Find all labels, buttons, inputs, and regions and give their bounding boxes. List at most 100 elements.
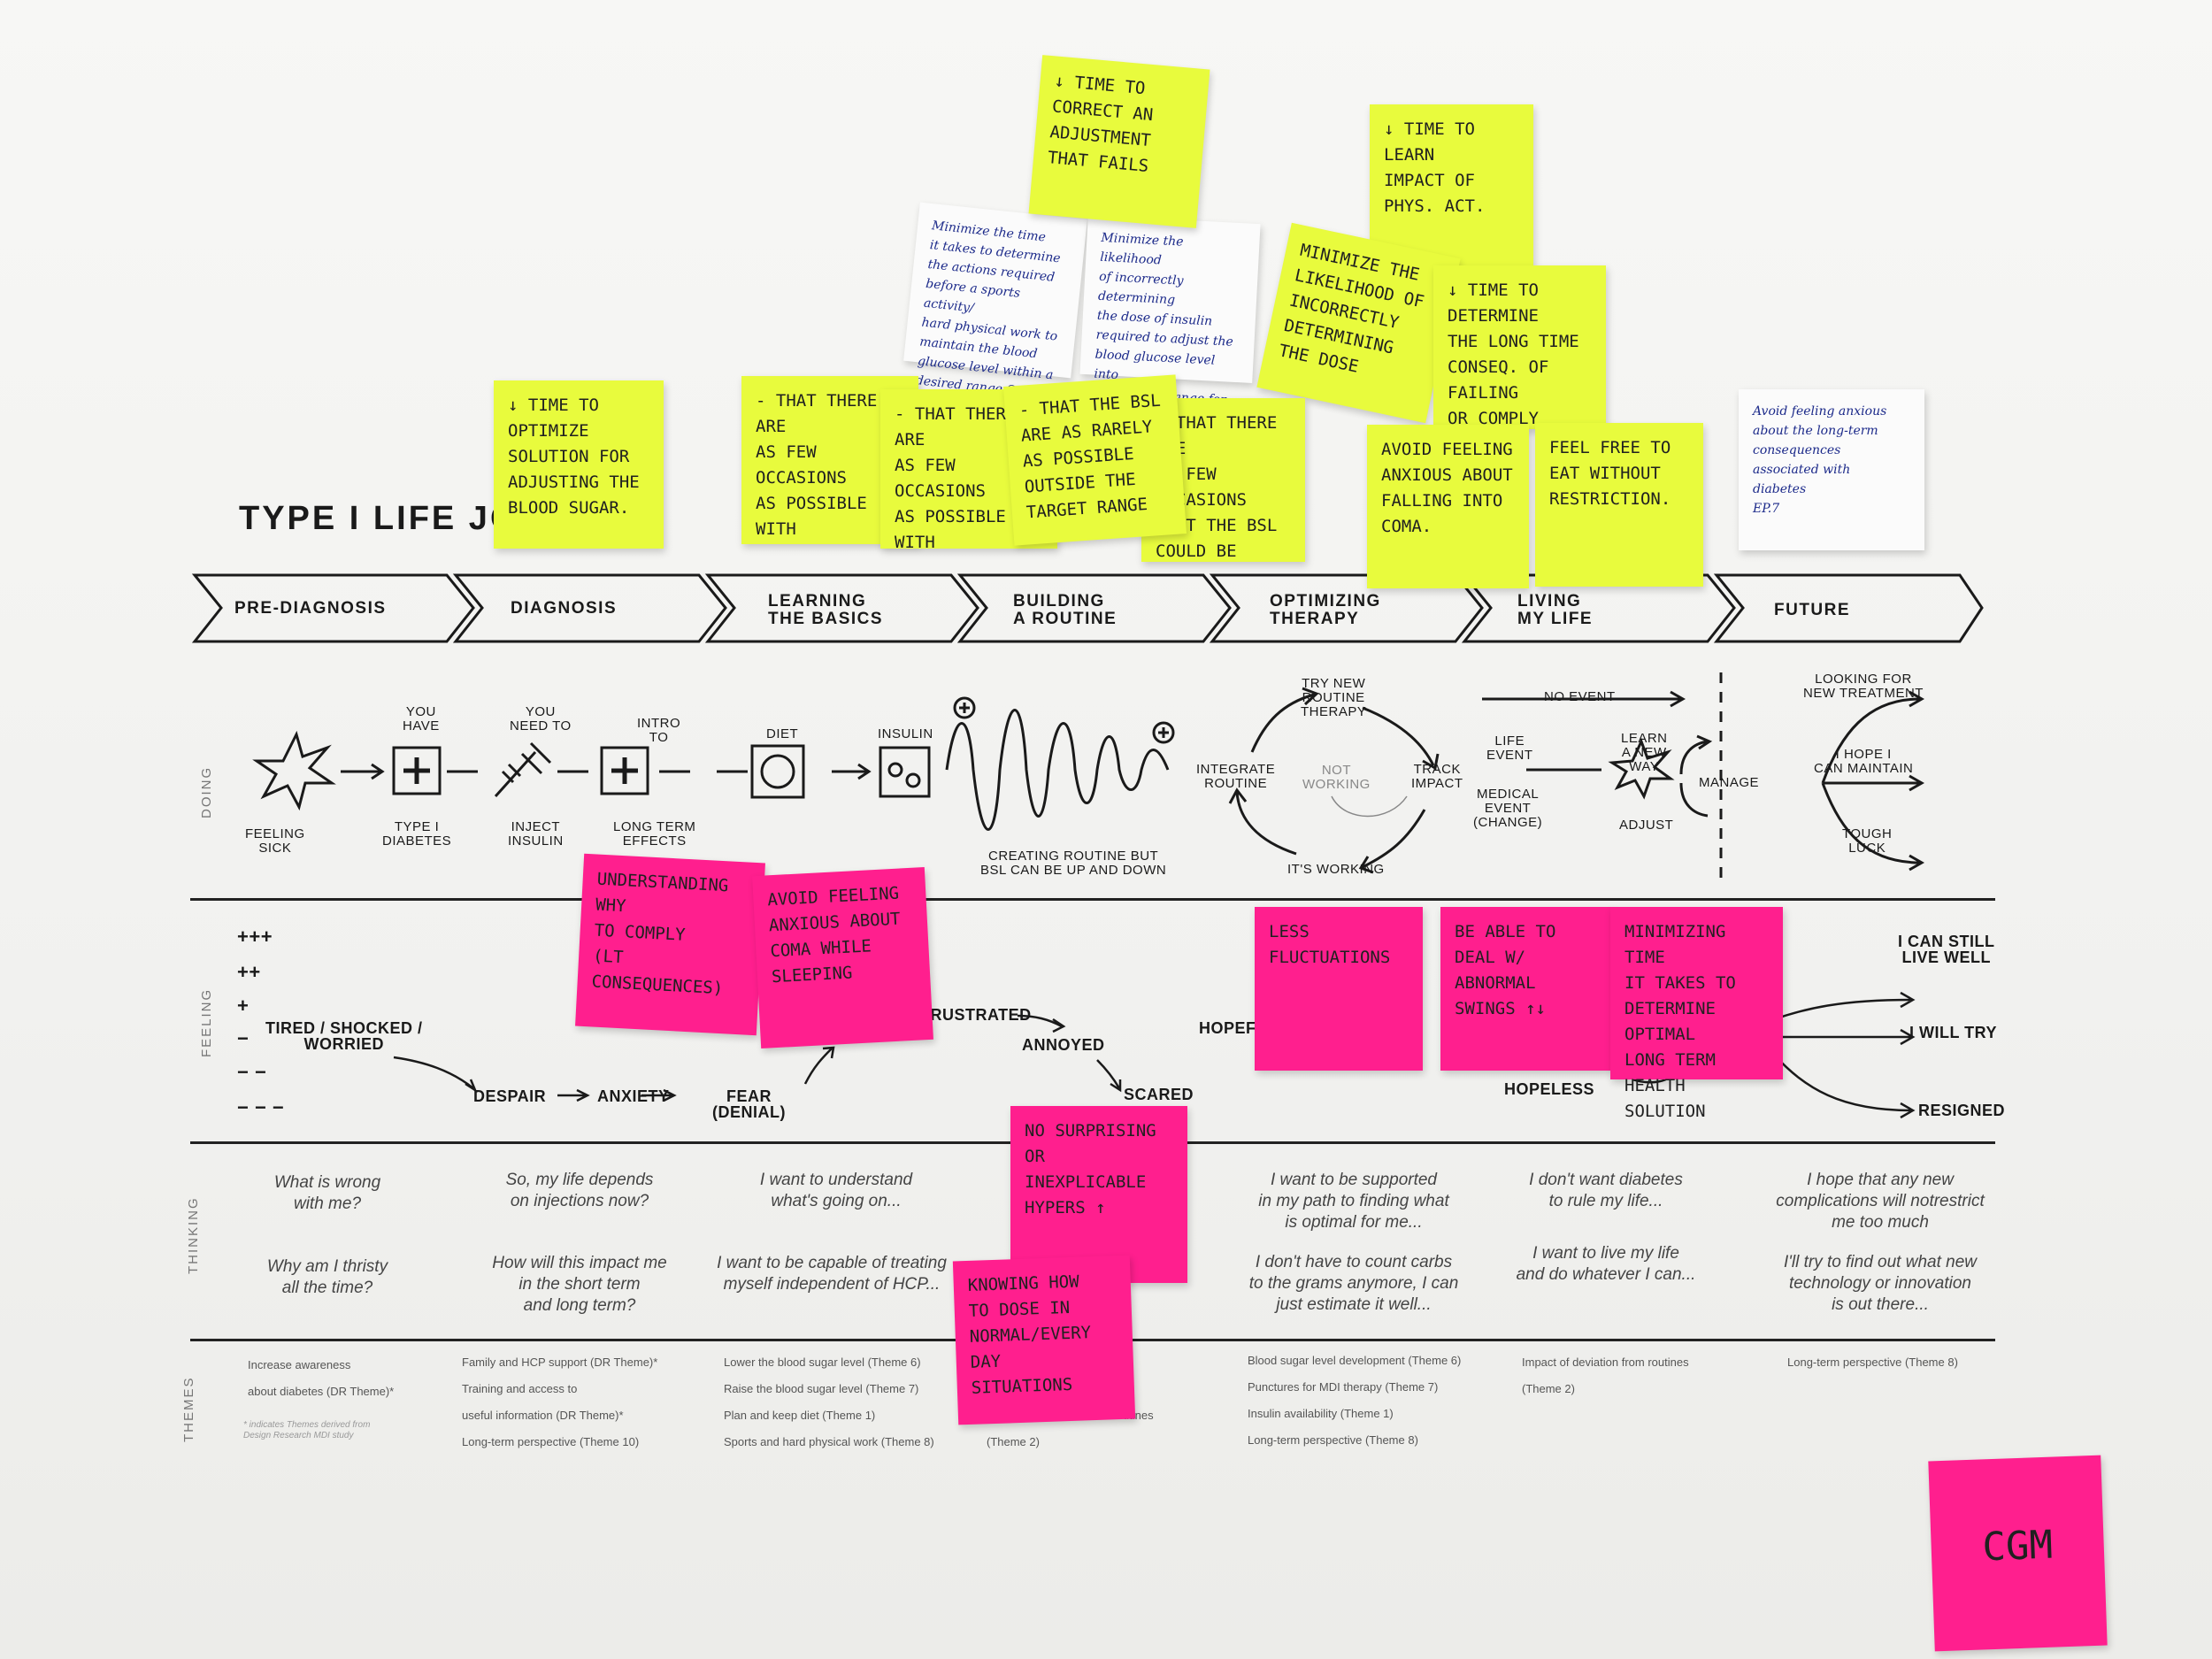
plus-circle-icon — [953, 696, 976, 719]
future-branch-down — [1773, 1054, 1916, 1119]
thinking-opt-1: I want to be supported in my path to fin… — [1258, 1171, 1449, 1232]
pink-note-surprising-hypers[interactable]: NO SURPRISING OR INEXPLICABLE HYPERS ↑ — [1010, 1106, 1187, 1283]
thinking-learn-2: I want to be capable of treating myself … — [717, 1254, 947, 1294]
row-label-doing: DOING — [199, 765, 214, 818]
feeling-scale-2plus: ++ — [237, 961, 261, 983]
yellow-note-long-conseq[interactable]: ↓ TIME TO DETERMINE THE LONG TIME CONSEQ… — [1433, 265, 1606, 429]
pink-note-cgm[interactable]: CGM — [1928, 1455, 2108, 1652]
stage-future: FUTURE — [1774, 601, 1851, 619]
branch-top — [1821, 690, 1925, 784]
pink-note-coma-sleeping[interactable]: AVOID FEELING ANXIOUS ABOUT COMA WHILE S… — [752, 867, 933, 1048]
yellow-note-optimize-solution[interactable]: ↓ TIME TO OPTIMIZE SOLUTION FOR ADJUSTIN… — [494, 380, 664, 549]
white-note-dose-likelihood[interactable]: Minimize the likelihood of incorrectly d… — [1079, 215, 1261, 441]
row-label-feeling: FEELING — [199, 987, 214, 1057]
feeling-frustrated: FRUSTRATED — [920, 1006, 1032, 1024]
branch-bottom — [1821, 782, 1925, 872]
doing-diet: DIET — [766, 726, 799, 741]
doing-adjust: ADJUST — [1619, 818, 1674, 833]
future-branch-up — [1773, 991, 1916, 1021]
themes-living: Impact of deviation from routines (Theme… — [1522, 1356, 1689, 1395]
stage-learning: LEARNING THE BASICS — [768, 592, 884, 628]
themes-opt: Blood sugar level development (Theme 6) … — [1248, 1354, 1462, 1447]
insulin-drops-icon — [879, 746, 931, 798]
themes-diag: Family and HCP support (DR Theme)* Train… — [462, 1356, 658, 1448]
feeling-scale-3plus: +++ — [237, 926, 273, 948]
pink-note-understanding-why[interactable]: UNDERSTANDING WHY TO COMPLY (LT CONSEQUE… — [575, 853, 765, 1036]
yellow-note-eat-free[interactable]: FEEL FREE TO EAT WITHOUT RESTRICTION. — [1535, 423, 1703, 587]
doing-manage: MANAGE — [1699, 775, 1760, 790]
chevron-pre-diagnosis — [191, 573, 475, 643]
doing-integrate: INTEGRATE ROUTINE — [1196, 762, 1276, 791]
chevron-future — [1713, 573, 1984, 643]
divider-doing — [190, 898, 1995, 901]
doing-not-working: NOT WORKING — [1302, 763, 1371, 792]
doing-its-working: IT'S WORKING — [1287, 862, 1385, 877]
thinking-pre-1: What is wrong with me? — [273, 1173, 381, 1213]
doing-medical: MEDICAL EVENT (CHANGE) — [1473, 787, 1543, 830]
doing-hope-maintain: I HOPE I CAN MAINTAIN — [1814, 747, 1914, 776]
doing-type1: TYPE I DIABETES — [382, 819, 452, 849]
thinking-pre-2: Why am I thristy all the time? — [266, 1257, 388, 1297]
bsl-wave — [945, 709, 1170, 831]
feeling-curve — [393, 991, 1916, 1119]
thinking-living-2: I want to live my life and do whatever I… — [1516, 1244, 1696, 1284]
doing-long-term: LONG TERM EFFECTS — [613, 819, 696, 849]
pink-note-less-fluctuations[interactable]: LESS FLUCTUATIONS — [1255, 907, 1423, 1071]
thinking-future-2: I'll try to find out what new technology… — [1783, 1253, 1977, 1314]
pink-note-optimal-solution[interactable]: MINIMIZING TIME IT TAKES TO DETERMINE OP… — [1610, 907, 1783, 1121]
stage-living: LIVING MY LIFE — [1517, 592, 1594, 628]
yellow-note-incorrect-dose[interactable]: MINIMIZE THE LIKELIHOOD OF INCORRECTLY D… — [1256, 222, 1461, 424]
plus-box-icon — [392, 746, 442, 795]
themes-pre: Increase awareness about diabetes (DR Th… — [248, 1358, 395, 1398]
yellow-note-bsl-range[interactable]: - THAT THE BSL ARE AS RARELY AS POSSIBLE… — [1002, 374, 1187, 546]
feeling-tired: TIRED / SHOCKED / WORRIED — [265, 1019, 423, 1053]
white-note-sports-time[interactable]: Minimize the time it takes to determine … — [903, 202, 1087, 399]
pink-note-abnormal-swings[interactable]: BE ABLE TO DEAL W/ ABNORMAL SWINGS ↑↓ — [1440, 907, 1613, 1071]
feeling-still-live: I CAN STILL LIVE WELL — [1898, 933, 1995, 966]
branch-mid — [1823, 774, 1925, 792]
syringe-icon — [494, 741, 552, 798]
thinking-learn-1: I want to understand what's going on... — [759, 1171, 913, 1210]
cycle-arrow-left — [1228, 787, 1297, 856]
yellow-note-correct-adjustment[interactable]: ↓ TIME TO CORRECT AN ADJUSTMENT THAT FAI… — [1028, 55, 1210, 228]
arrow-1 — [341, 763, 385, 780]
stage-diagnosis: DIAGNOSIS — [511, 599, 618, 618]
chevron-building — [956, 573, 1232, 643]
yellow-note-phys-act[interactable]: ↓ TIME TO LEARN IMPACT OF PHYS. ACT. — [1370, 104, 1533, 268]
row-label-themes: THEMES — [181, 1376, 196, 1442]
themes-future: Long-term perspective (Theme 8) — [1787, 1356, 1958, 1369]
plus-circle-icon-2 — [1152, 721, 1175, 744]
doing-feeling-sick: FEELING SICK — [245, 826, 305, 856]
doing-you-need: YOU NEED TO — [510, 704, 572, 733]
doing-inject: INJECT INSULIN — [508, 819, 564, 849]
doing-track: TRACK IMPACT — [1411, 762, 1463, 791]
doing-graphics — [252, 672, 1925, 885]
doing-intro: INTRO TO — [637, 716, 681, 745]
doing-you-have: YOU HAVE — [403, 704, 440, 733]
feeling-scale-minus: − — [237, 1027, 250, 1049]
pink-note-dose-normal[interactable]: KNOWING HOW TO DOSE IN NORMAL/EVERY DAY … — [952, 1255, 1136, 1425]
white-note-anxious-longterm[interactable]: Avoid feeling anxious about the long-ter… — [1739, 389, 1924, 550]
doing-tough-luck: TOUGH LUCK — [1842, 826, 1893, 856]
cycle-arrow-top — [1250, 687, 1319, 753]
thinking-living-1: I don't want diabetes to rule my life... — [1529, 1171, 1683, 1210]
themes-footnote: * indicates Themes derived from Design R… — [243, 1420, 371, 1440]
yellow-note-anxious-coma[interactable]: AVOID FEELING ANXIOUS ABOUT FALLING INTO… — [1367, 425, 1529, 588]
thinking-opt-2: I don't have to count carbs to the grams… — [1248, 1253, 1459, 1314]
diet-plate-icon — [750, 744, 805, 799]
feeling-scale-2minus: − − — [237, 1061, 267, 1083]
feeling-scared: SCARED — [1124, 1086, 1194, 1103]
sick-star-icon — [252, 730, 336, 811]
feeling-scale-plus: + — [237, 995, 250, 1017]
learn-arrow — [1679, 734, 1713, 775]
no-event-arrow — [1482, 690, 1686, 708]
cycle-arrow-bottom — [1358, 809, 1426, 874]
stage-building: BUILDING A ROUTINE — [1013, 592, 1118, 628]
chevron-learning — [704, 573, 979, 643]
row-label-thinking: THINKING — [186, 1196, 201, 1274]
doing-life-event: LIFE EVENT — [1486, 733, 1533, 763]
thinking-diag-2: How will this impact me in the short ter… — [492, 1254, 667, 1315]
inner-arc — [1331, 795, 1408, 818]
themes-learn: Lower the blood sugar level (Theme 6) Ra… — [724, 1356, 934, 1448]
